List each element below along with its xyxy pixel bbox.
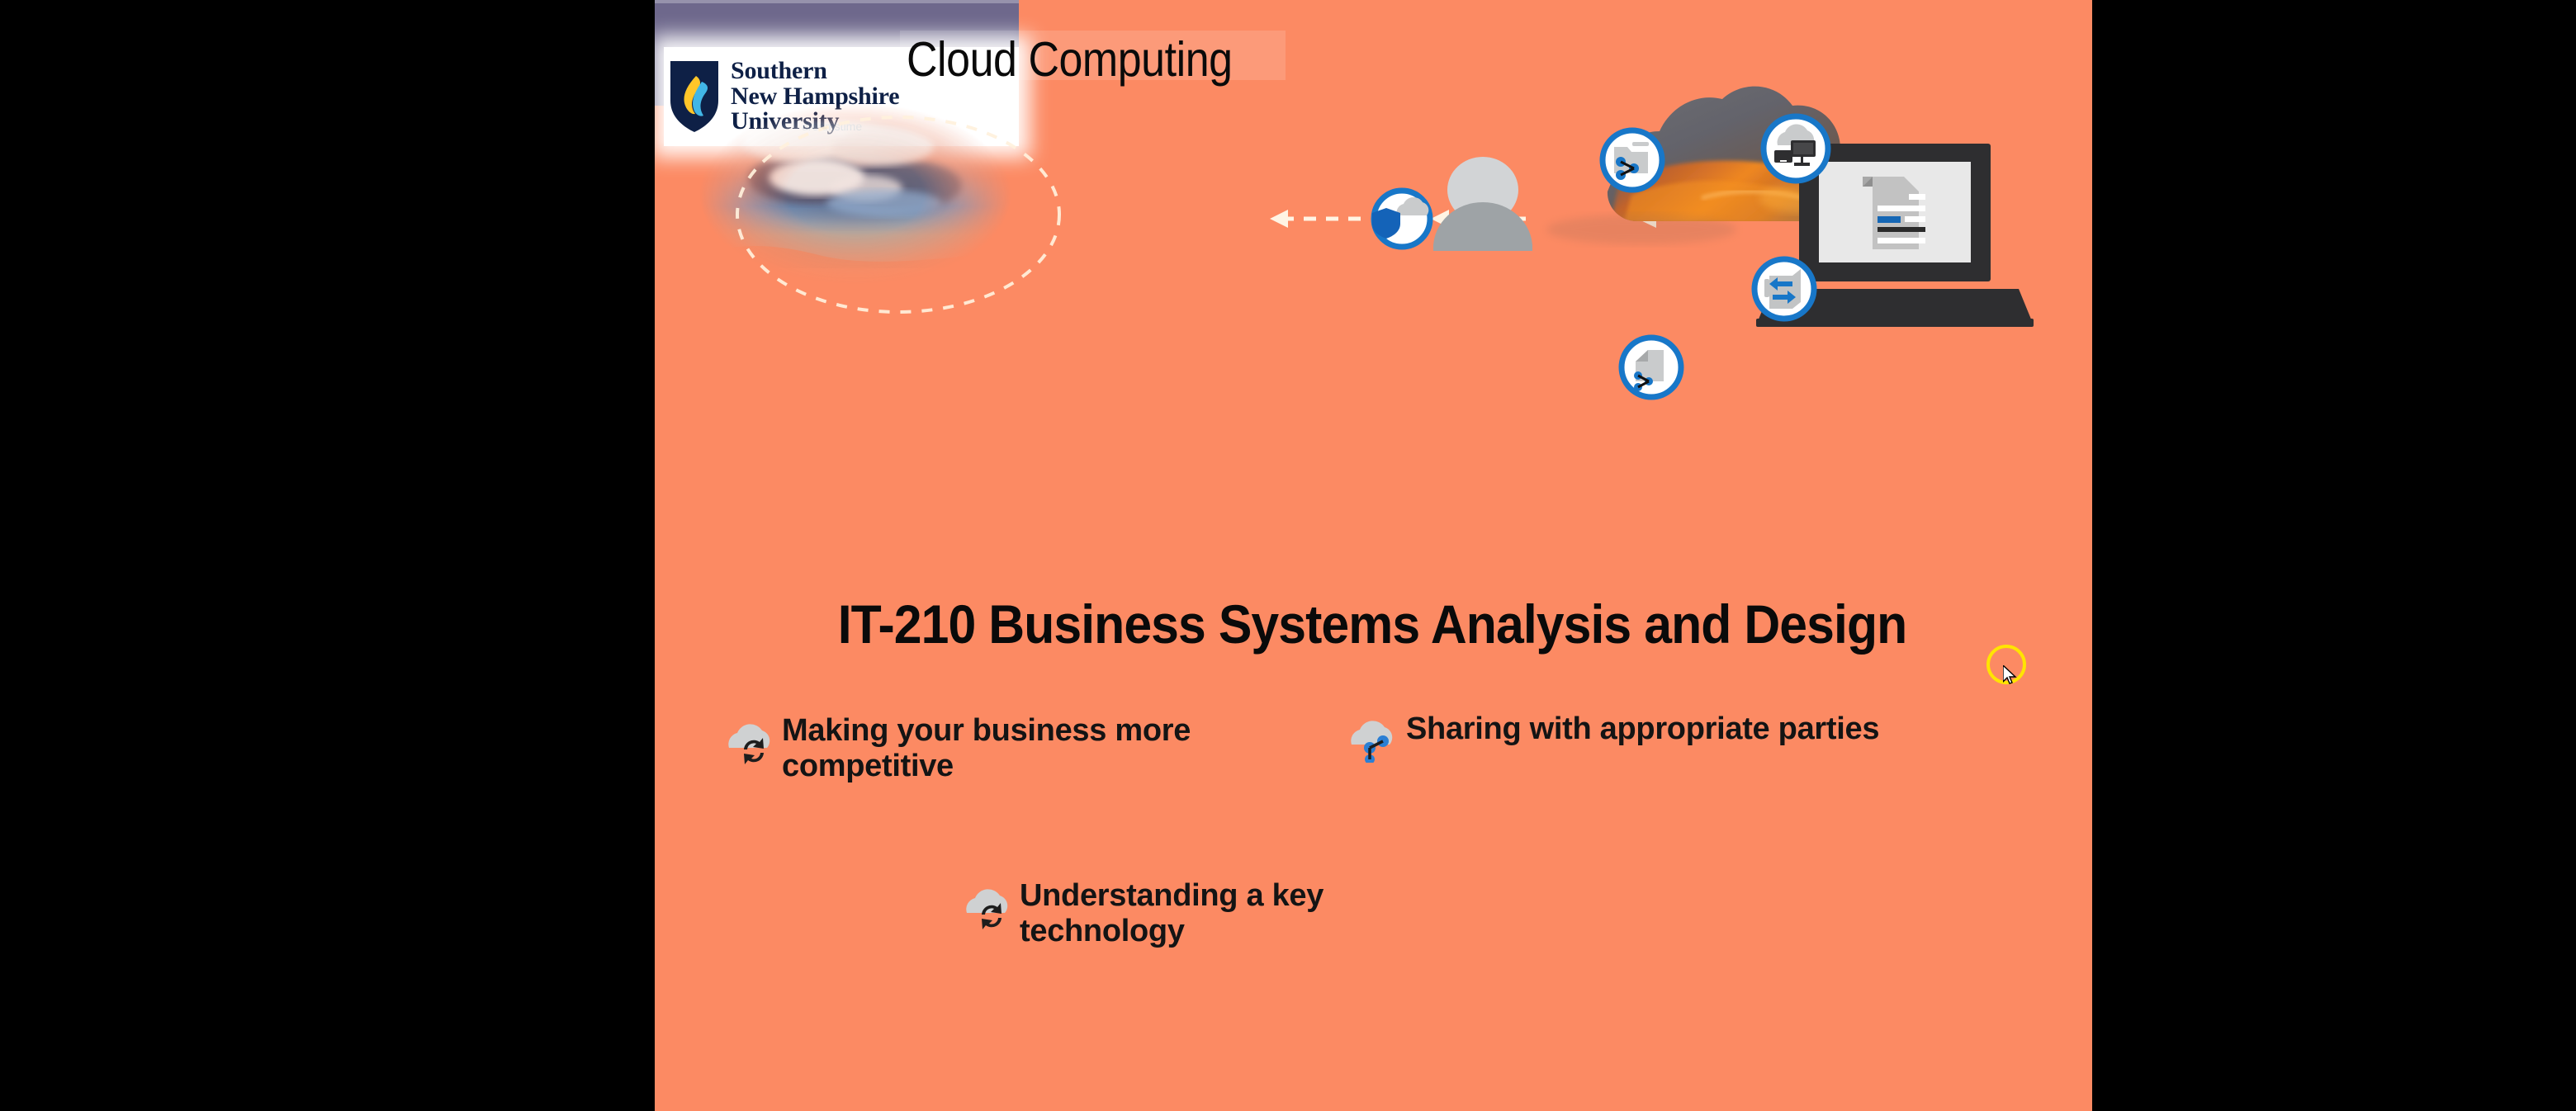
cloud-sync-icon — [724, 721, 775, 768]
cloud-sync-icon — [962, 886, 1013, 934]
bullet-label: Understanding a key technology — [1020, 878, 1324, 948]
storm-cloud-photo: dreamstime — [686, 99, 1025, 305]
bullet-item: Sharing with appropriate parties — [1348, 712, 1893, 767]
cursor-highlight-ring — [1986, 645, 2026, 684]
slide-title: Cloud Computing — [907, 32, 1233, 87]
shared-document-icon — [1618, 334, 1684, 400]
shared-folder-icon — [1599, 127, 1665, 193]
page-title: IT-210 Business Systems Analysis and Des… — [837, 593, 1908, 655]
data-transfer-icon — [1751, 256, 1817, 322]
bullet-item: Understanding a key technology — [962, 878, 1490, 948]
laptop-document — [1756, 144, 2034, 327]
mouse-cursor — [2002, 664, 2018, 687]
user-silhouette — [1433, 157, 1532, 251]
bullet-label: Sharing with appropriate parties — [1406, 712, 1880, 746]
security-cloud-icon — [1371, 187, 1433, 250]
logo-line-1: Southern — [731, 56, 827, 84]
title-highlight-box — [900, 31, 1286, 80]
bullet-label: Making your business more competitive — [782, 713, 1191, 783]
presentation-slide[interactable]: Southern New Hampshire University Cloud … — [655, 0, 2092, 1111]
cloud-computing-diagram — [655, 0, 2092, 578]
bullet-item: Making your business more competitive — [724, 713, 1302, 783]
cloud-share-icon — [1348, 720, 1399, 767]
devices-cloud-icon — [1760, 113, 1831, 184]
